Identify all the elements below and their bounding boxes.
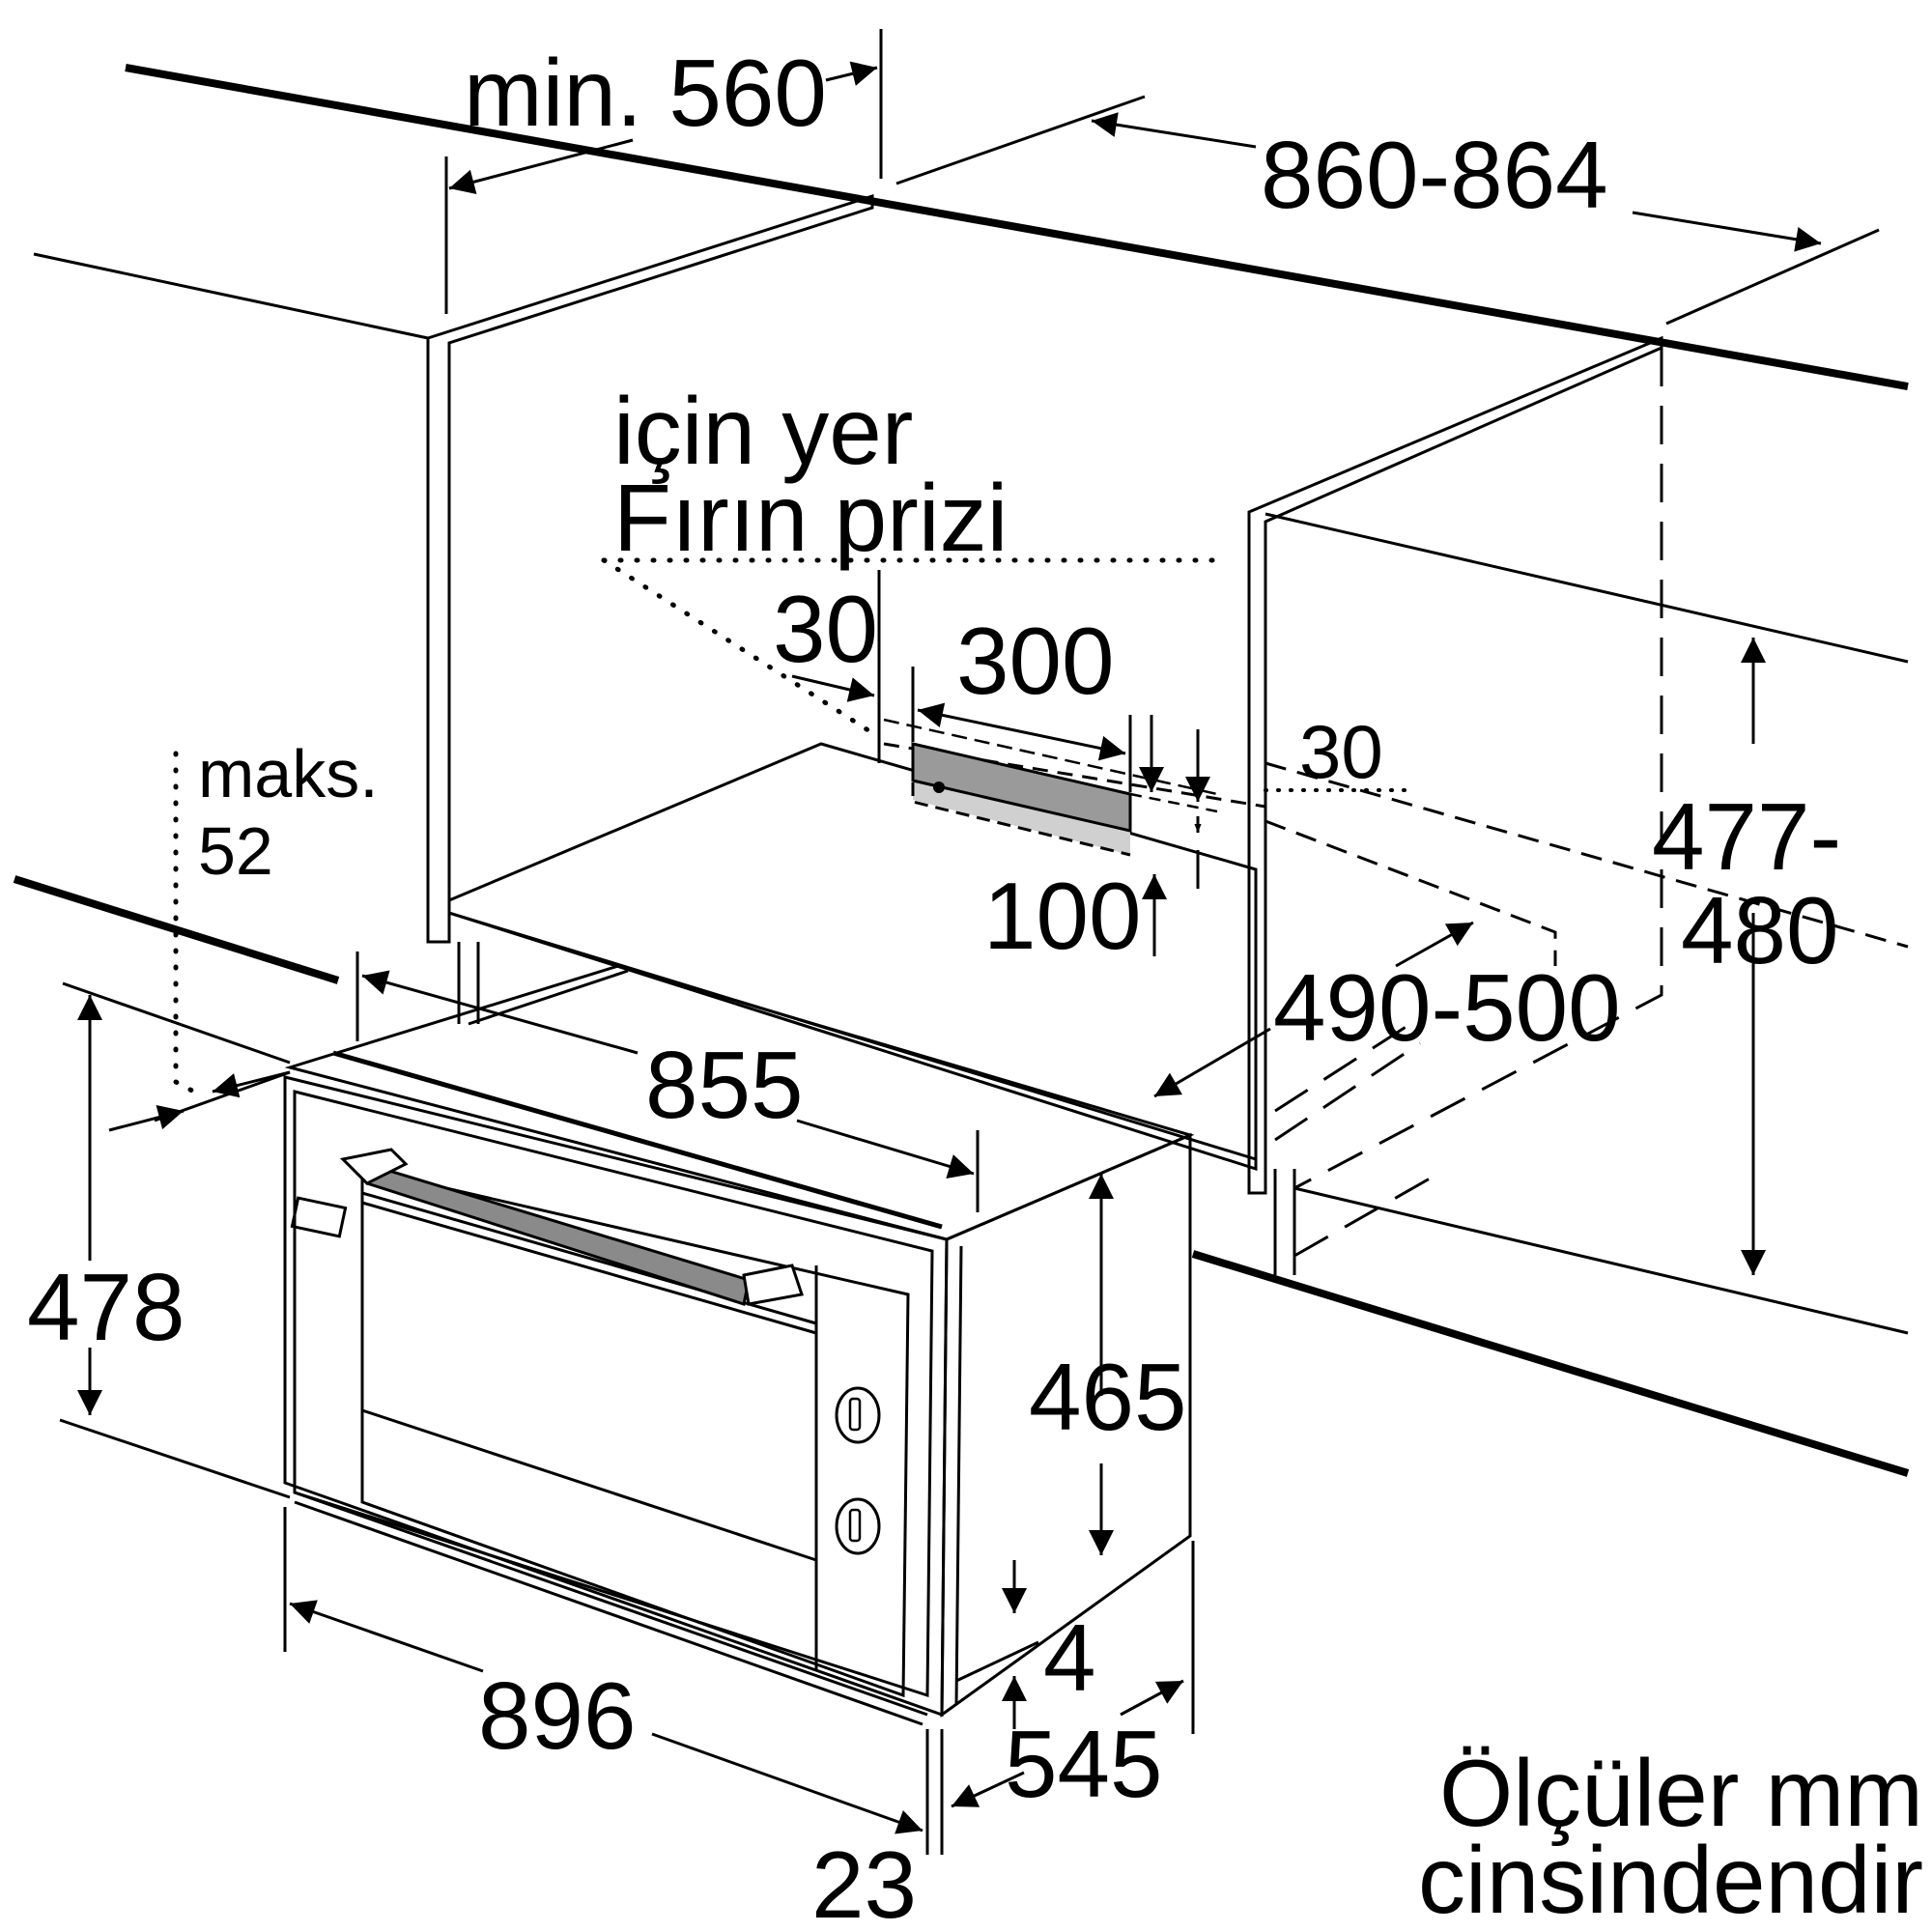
- label-socket-line2: Fırın prizi: [613, 465, 1008, 571]
- dimension-labels: min. 560 860-864 için yer Fırın prizi 30…: [27, 40, 1923, 1932]
- label-480: 480: [1681, 877, 1839, 983]
- label-23: 23: [811, 1832, 917, 1932]
- dimension-lines: [59, 29, 1822, 1855]
- oven-knob-icon: [835, 1497, 881, 1555]
- label-100: 100: [983, 863, 1142, 969]
- note-units-line1: Ölçüler mm: [1439, 1740, 1923, 1846]
- label-545: 545: [1005, 1711, 1163, 1817]
- label-860-864: 860-864: [1261, 122, 1608, 228]
- label-maks-52: 52: [198, 813, 273, 889]
- label-896: 896: [478, 1662, 637, 1769]
- label-300: 300: [956, 608, 1115, 714]
- label-465: 465: [1029, 1344, 1187, 1450]
- oven-knob-icon: [835, 1386, 881, 1444]
- oven-display: [290, 1196, 348, 1238]
- cabinet-niche: [33, 193, 1909, 1335]
- label-30-left: 30: [773, 576, 878, 682]
- note-units-line2: cinsindendir: [1418, 1827, 1923, 1932]
- countertop-lines: [13, 64, 1910, 1477]
- label-socket-line1: için yer: [613, 378, 913, 484]
- label-min-560: min. 560: [464, 40, 827, 146]
- label-477: 477-: [1652, 783, 1841, 890]
- label-855: 855: [645, 1032, 804, 1138]
- label-30-right: 30: [1299, 709, 1383, 794]
- oven-handle: [339, 1148, 804, 1306]
- label-maks: maks.: [198, 736, 379, 811]
- label-490-500: 490-500: [1273, 954, 1621, 1061]
- label-478: 478: [27, 1254, 185, 1360]
- label-4: 4: [1043, 1605, 1096, 1711]
